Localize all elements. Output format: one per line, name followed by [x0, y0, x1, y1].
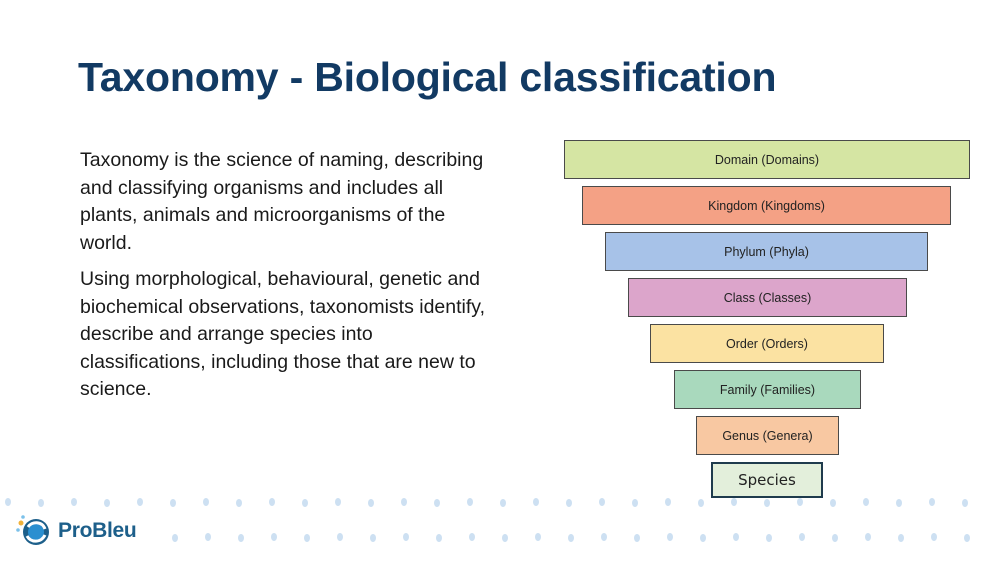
rank-domain: Domain (Domains) — [564, 140, 970, 179]
decor-dot — [632, 499, 638, 507]
decor-dot — [700, 534, 706, 542]
slide-title: Taxonomy - Biological classification — [78, 54, 777, 100]
rank-class: Class (Classes) — [628, 278, 907, 317]
decor-dot — [502, 534, 508, 542]
paragraph-methods: Using morphological, behavioural, geneti… — [80, 268, 485, 400]
paragraph-definition: Taxonomy is the science of naming, descr… — [80, 149, 484, 254]
decor-dot — [797, 498, 803, 506]
decor-dot — [271, 533, 277, 541]
rank-phylum: Phylum (Phyla) — [605, 232, 928, 271]
decor-dot — [698, 499, 704, 507]
decor-dot — [832, 534, 838, 542]
decor-dot — [533, 498, 539, 506]
decor-dot — [137, 498, 143, 506]
decor-dot — [731, 498, 737, 506]
decor-dot — [370, 534, 376, 542]
decor-dot — [599, 498, 605, 506]
decor-dot — [368, 499, 374, 507]
decor-dot — [172, 534, 178, 542]
decor-dot — [436, 534, 442, 542]
decor-dot — [733, 533, 739, 541]
decor-dot — [401, 498, 407, 506]
probleu-logo-icon — [16, 515, 49, 545]
decor-dot — [500, 499, 506, 507]
decor-dot — [269, 498, 275, 506]
rank-family: Family (Families) — [674, 370, 861, 409]
decor-dot — [766, 534, 772, 542]
decor-dot — [896, 499, 902, 507]
decor-dot — [665, 498, 671, 506]
rank-order: Order (Orders) — [650, 324, 884, 363]
decor-dot — [865, 533, 871, 541]
decor-dot — [304, 534, 310, 542]
decor-dot — [863, 498, 869, 506]
rank-kingdom: Kingdom (Kingdoms) — [582, 186, 951, 225]
decor-dot — [434, 499, 440, 507]
decor-dot — [238, 534, 244, 542]
decor-dot — [170, 499, 176, 507]
decor-dot — [403, 533, 409, 541]
decor-dot — [205, 533, 211, 541]
decor-dot — [335, 498, 341, 506]
logo-wordmark: ProBleu — [58, 519, 137, 542]
decor-dot — [469, 533, 475, 541]
decor-dot — [962, 499, 968, 507]
decor-dot — [634, 534, 640, 542]
decor-dot — [929, 498, 935, 506]
rank-species: Species — [711, 462, 823, 498]
decor-dot — [898, 534, 904, 542]
decor-dot — [799, 533, 805, 541]
decor-dot — [830, 499, 836, 507]
decor-dot — [5, 498, 11, 506]
body-text: Taxonomy is the science of naming, descr… — [80, 147, 500, 413]
decor-dot — [104, 499, 110, 507]
decor-dot — [302, 499, 308, 507]
decor-dot — [764, 499, 770, 507]
decor-dot — [467, 498, 473, 506]
decor-dot — [337, 533, 343, 541]
decor-dot — [568, 534, 574, 542]
probleu-logo: ProBleu — [14, 513, 137, 549]
decor-dot — [535, 533, 541, 541]
decor-dot — [566, 499, 572, 507]
decor-dot — [236, 499, 242, 507]
decor-dot — [203, 498, 209, 506]
decor-dot — [38, 499, 44, 507]
decor-dot — [931, 533, 937, 541]
decor-dot — [964, 534, 970, 542]
rank-genus: Genus (Genera) — [696, 416, 839, 455]
decor-dot — [667, 533, 673, 541]
decor-dot — [71, 498, 77, 506]
decor-dot — [601, 533, 607, 541]
